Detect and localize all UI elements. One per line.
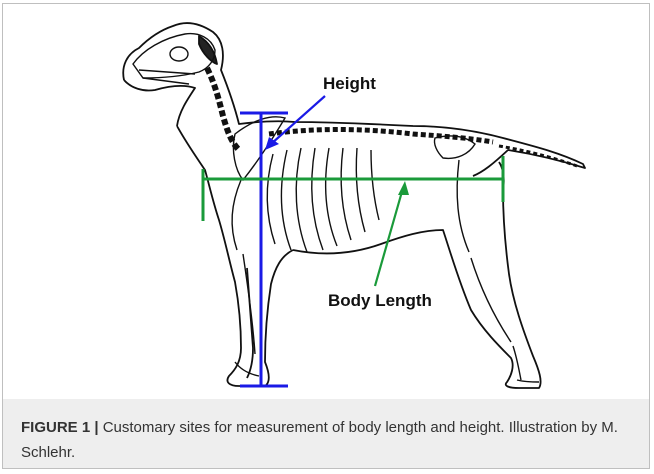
- height-label: Height: [323, 74, 376, 93]
- dog-skeleton-illustration: Height Body Length: [3, 4, 649, 399]
- body-length-pointer-arrow: [375, 188, 403, 286]
- body-length-arrowhead: [398, 181, 409, 195]
- height-pointer-arrow: [271, 96, 325, 144]
- figure-frame: Height Body Length FIGURE 1 | Customary …: [2, 3, 650, 469]
- caption-text: Customary sites for measurement of body …: [21, 419, 618, 461]
- figure-caption: FIGURE 1 | Customary sites for measureme…: [3, 399, 649, 468]
- body-length-label: Body Length: [328, 291, 432, 310]
- figure-label: FIGURE 1 |: [21, 419, 99, 436]
